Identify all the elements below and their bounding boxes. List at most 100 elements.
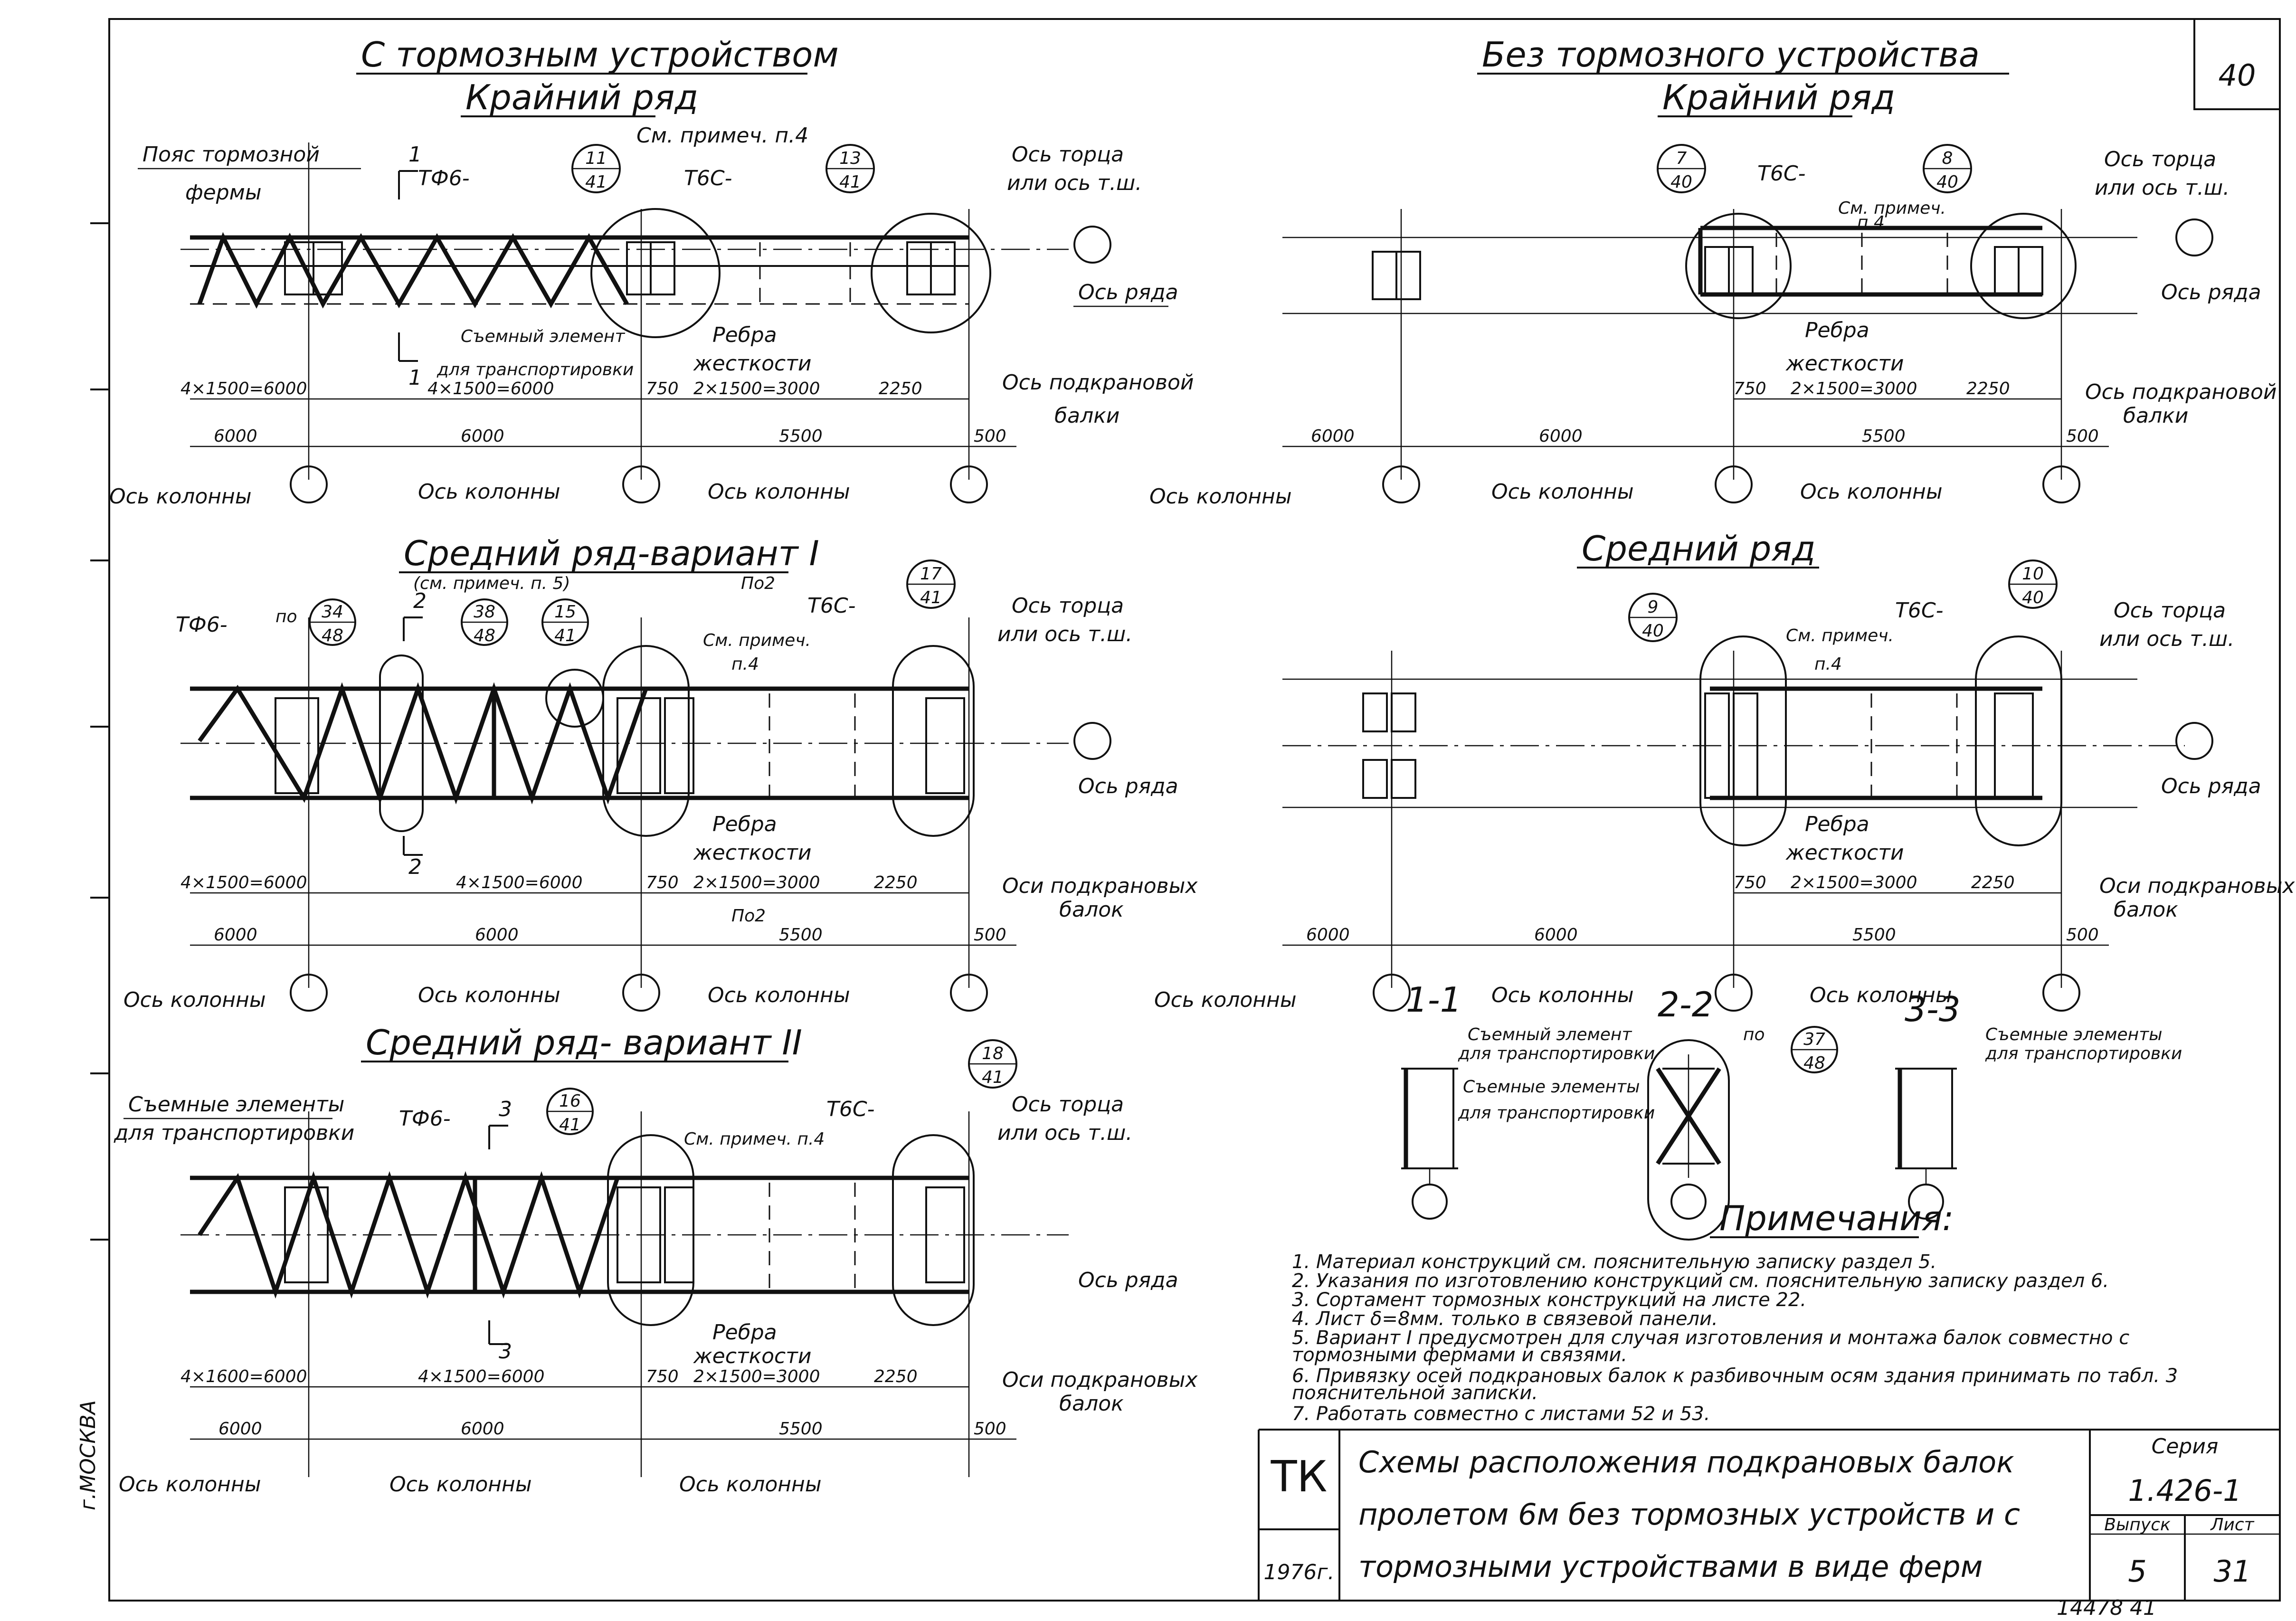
label-ribs2-b: жесткости	[1785, 351, 1904, 376]
svg-text:48: 48	[1803, 1053, 1825, 1073]
title-block	[1258, 1429, 2280, 1601]
label-axis-crane2-a: балки	[1054, 404, 1120, 428]
svg-text:41: 41	[585, 172, 607, 192]
label-p4-b: п.4	[1857, 213, 1885, 232]
label-axes-cranes-c: Оси подкрановых	[1002, 874, 1198, 898]
ref-7-40: 7 40	[1657, 144, 1706, 193]
margin-ticks	[90, 222, 109, 1241]
svg-text:41: 41	[554, 626, 576, 645]
dim-500-c: 500	[974, 925, 1006, 945]
ref-8-40: 8 40	[1923, 144, 1972, 193]
stamp-issue: 5	[2128, 1554, 2146, 1589]
label-axis-end-c: Ось торца	[1012, 594, 1124, 618]
svg-text:48: 48	[322, 626, 343, 645]
svg-text:8: 8	[1942, 149, 1953, 168]
dim-2250-e: 2250	[1971, 873, 2015, 892]
dim-5500-b: 5500	[1862, 427, 1906, 446]
svg-text:10: 10	[2022, 564, 2044, 584]
dim-2x1500-b: 2×1500=3000	[1791, 379, 1917, 398]
label-see-note4-a: См. примеч. п.4	[636, 123, 808, 148]
label-axis-crane-b: Ось подкрановой	[2085, 380, 2277, 404]
dim-500-e: 500	[2066, 925, 2099, 945]
diagram-nobrake-mid-row	[1282, 635, 2213, 1012]
label-ribs-c: Ребра	[712, 812, 777, 836]
note-6b: пояснительной записки.	[1292, 1382, 1538, 1404]
ref-16-41: 16 41	[546, 1088, 594, 1135]
label-axis-col-c1: Ось колонны	[123, 988, 266, 1012]
label-axis-col-c2: Ось колонны	[418, 983, 560, 1007]
svg-text:15: 15	[554, 602, 576, 622]
label-axis-col-c3: Ось колонны	[708, 983, 850, 1007]
cut-1-bottom: 1	[408, 366, 422, 390]
label-tb6-d: Т6С-	[826, 1097, 874, 1121]
stamp-issue-label: Выпуск	[2104, 1515, 2171, 1535]
section-3-3: 3-3	[1905, 989, 1961, 1029]
section-1-1: 1-1	[1406, 980, 1462, 1020]
dim-6000-b1: 6000	[1311, 427, 1355, 446]
dim-500-b: 500	[2066, 427, 2099, 446]
title-edge-row-right: Крайний ряд	[1662, 77, 1895, 117]
cut-3-bottom: 3	[499, 1339, 512, 1364]
label-axis-col-e1: Ось колонны	[1154, 988, 1297, 1012]
dim-2250-b: 2250	[1966, 379, 2010, 398]
note-3: 3. Сортамент тормозных конструкций на ли…	[1292, 1289, 1806, 1311]
stamp-sheet: 31	[2214, 1554, 2251, 1589]
note-2: 2. Указания по изготовлению конструкций …	[1292, 1270, 2109, 1292]
diagram-mid-row-v1	[180, 617, 1111, 1012]
label-axis-col-a2: Ось колонны	[418, 480, 560, 504]
dim-6000-b2: 6000	[1539, 427, 1583, 446]
ref-9-40: 9 40	[1628, 593, 1678, 642]
dim-6000-c2: 6000	[475, 925, 519, 945]
label-ribs2-a: жесткости	[693, 351, 811, 376]
dim-750-a: 750	[646, 379, 679, 398]
label-axes-cranes-e: Оси подкрановых	[2099, 874, 2295, 898]
label-removables-s22: Съемные элементы	[1463, 1077, 1640, 1097]
svg-text:41: 41	[982, 1068, 1004, 1087]
label-axis-col-b1: Ось колонны	[1149, 484, 1292, 509]
label-see-note-c: См. примеч.	[703, 631, 811, 650]
label-axis-col-b2: Ось колонны	[1491, 480, 1634, 504]
dim-5500-c: 5500	[779, 925, 823, 945]
note-4: 4. Лист δ=8мм. только в связевой панели.	[1292, 1308, 1718, 1330]
title-mid-row-v1-note: (см. примеч. п. 5)	[413, 574, 570, 593]
label-see-note-b: См. примеч.	[1838, 199, 1946, 218]
label-axis-col-e2: Ось колонны	[1491, 983, 1634, 1007]
note-5: 5. Вариант I предусмотрен для случая изг…	[1292, 1327, 2129, 1349]
label-axis-row-b: Ось ряда	[2161, 280, 2261, 304]
label-for-transport-s33: для транспортировки	[1985, 1044, 2182, 1063]
ref-34-48: 34 48	[309, 598, 356, 646]
label-removables-s33: Съемные элементы	[1985, 1025, 2163, 1044]
sheet-number: 40	[2219, 58, 2256, 93]
stamp-org: ТК	[1271, 1452, 1328, 1502]
label-axis-end-2-c: или ось т.ш.	[997, 622, 1132, 646]
label-po2-bottom: По2	[731, 906, 766, 926]
dim-750-e: 750	[1734, 873, 1766, 892]
label-axis-crane-a: Ось подкрановой	[1002, 370, 1194, 395]
label-p4-e: п.4	[1814, 654, 1842, 674]
label-axis-end-2-e: или ось т.ш.	[2099, 627, 2234, 651]
label-axis-col-d2: Ось колонны	[389, 1472, 532, 1497]
dim-750-c: 750	[646, 873, 679, 892]
ref-15-41: 15 41	[541, 598, 589, 646]
label-axis-crane2-b: балки	[2123, 404, 2188, 428]
stamp-title-2: пролетом 6м без тормозных устройств и с	[1358, 1497, 2020, 1532]
cut-2-bottom: 2	[408, 855, 422, 879]
label-po-c: по	[275, 607, 297, 626]
label-ribs-d: Ребра	[712, 1320, 777, 1345]
diagram-brake-edge-row	[180, 142, 1111, 503]
svg-text:37: 37	[1803, 1030, 1825, 1049]
dim-4x1600-d1: 4×1600=6000	[180, 1367, 307, 1386]
dim-6000-d1: 6000	[218, 1419, 262, 1439]
label-belt-2: фермы	[185, 180, 262, 205]
svg-text:7: 7	[1676, 149, 1687, 168]
svg-text:34: 34	[322, 602, 343, 622]
dim-2x1500-c: 2×1500=3000	[693, 873, 820, 892]
dim-2x1500-a: 2×1500=3000	[693, 379, 820, 398]
label-p4-c: п.4	[731, 654, 759, 674]
label-tf6-c: ТФ6-	[176, 613, 228, 637]
dim-500-d: 500	[974, 1419, 1006, 1439]
notes-heading: Примечания:	[1719, 1198, 1954, 1238]
margin-city: г.МОСКВА	[76, 1400, 100, 1510]
svg-text:40: 40	[1936, 172, 1958, 192]
